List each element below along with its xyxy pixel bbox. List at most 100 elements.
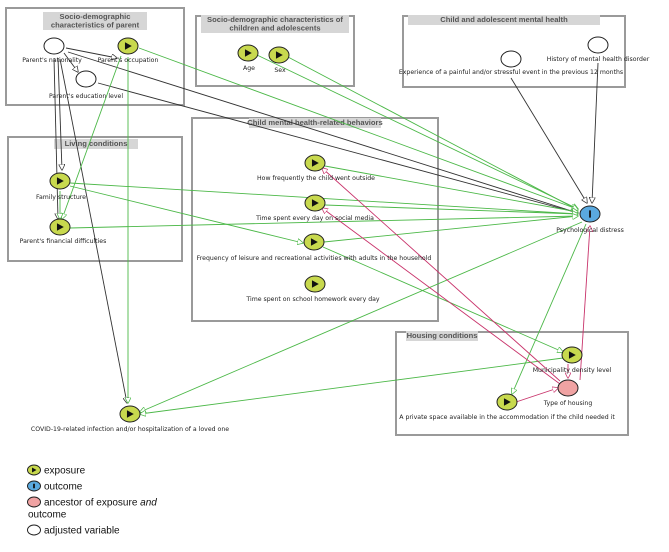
edge-housing_type-to-outside — [322, 168, 561, 382]
edge-density-to-covid — [140, 357, 564, 414]
node-social-media[interactable]: Time spent every day on social media — [255, 194, 374, 222]
node-housing-type-shape — [557, 379, 579, 397]
node-homework-label: Time spent on school homework every day — [245, 296, 380, 303]
node-age[interactable]: Age — [237, 44, 259, 72]
legend-adjusted-label: adjusted variable — [44, 526, 120, 537]
group-behaviors-title: Child mental health-related behaviors — [247, 118, 382, 127]
group-living: Living conditions — [7, 136, 183, 262]
play-icon — [310, 238, 318, 246]
node-outside-label: How frequently the child went outside — [257, 175, 375, 182]
node-covid[interactable]: COVID-19-related infection and/or hospit… — [31, 405, 229, 433]
legend-outcome: outcome — [27, 480, 83, 493]
group-living-border — [7, 136, 183, 262]
node-financial-label: Parent's financial difficulties — [20, 238, 107, 245]
node-distress-label: Psychological distress — [556, 227, 624, 234]
edge-nationality-to-financial — [57, 57, 62, 170]
edge-mh_history-to-distress — [592, 62, 599, 203]
node-financial[interactable]: Parent's financial difficulties — [20, 218, 107, 245]
edge-sex-to-distress — [287, 56, 578, 210]
play-icon — [126, 410, 134, 418]
edge-financial-to-distress — [69, 216, 578, 229]
node-distress[interactable]: Psychological distress — [556, 205, 624, 234]
edges-layer — [53, 47, 599, 414]
node-sex-label: Sex — [274, 67, 286, 74]
node-mh-history-label: History of mental health disorder — [547, 56, 650, 63]
legend-exposure: exposure — [27, 464, 86, 477]
node-private-space-label: A private space available in the accommo… — [399, 414, 615, 421]
node-painful-event-shape — [500, 50, 522, 68]
edge-leisure-to-distress — [323, 216, 578, 243]
edge-nationality-to-family_structure — [53, 57, 58, 219]
info-bar-icon — [589, 210, 591, 218]
edge-education-to-distress — [97, 82, 578, 213]
node-covid-label: COVID-19-related infection and/or hospit… — [31, 426, 229, 433]
node-mh-history[interactable]: History of mental health disorder — [547, 36, 650, 63]
group-parent-border — [5, 7, 185, 106]
node-family-structure[interactable]: Family structure — [36, 172, 86, 201]
info-bar-icon — [33, 483, 35, 489]
node-education-shape — [75, 70, 97, 88]
node-occupation[interactable]: Parent's occupation — [98, 37, 159, 64]
legend-ancestor-label: ancestor of exposure and — [44, 498, 157, 509]
group-behaviors-title-bg — [249, 118, 381, 128]
edge-occupation-to-financial — [62, 55, 122, 219]
legend-outcome-label: outcome — [44, 482, 83, 493]
edge-leisure-to-density — [322, 246, 563, 352]
play-icon — [32, 467, 37, 473]
group-mental: Child and adolescent mental health — [402, 15, 626, 88]
node-painful-event[interactable]: Experience of a painful and/or stressful… — [399, 50, 623, 76]
node-housing-type[interactable]: Type of housing — [543, 379, 593, 407]
node-nationality-shape — [43, 37, 65, 55]
node-occupation-label: Parent's occupation — [98, 57, 159, 64]
legend-adjusted: adjusted variable — [27, 524, 120, 537]
edge-family_structure-to-leisure — [69, 185, 303, 243]
play-icon — [124, 42, 132, 50]
play-icon — [568, 351, 576, 359]
node-age-label: Age — [243, 65, 255, 72]
node-sex[interactable]: Sex — [268, 46, 290, 74]
group-mental-title-bg — [408, 15, 600, 25]
group-housing: Housing conditions — [395, 331, 629, 436]
node-private-space[interactable]: A private space available in the accommo… — [399, 393, 615, 421]
node-family-structure-label: Family structure — [36, 194, 86, 201]
play-icon — [275, 51, 283, 59]
play-icon — [503, 398, 511, 406]
edge-painful_event-to-distress — [510, 77, 587, 203]
node-homework[interactable]: Time spent on school homework every day — [245, 275, 380, 303]
node-leisure[interactable]: Frequency of leisure and recreational ac… — [197, 233, 432, 262]
edge-distress-to-covid — [140, 221, 583, 412]
legend-exposure-label: exposure — [44, 466, 86, 477]
play-icon — [311, 280, 319, 288]
node-density-label: Municipality density level — [533, 367, 612, 374]
nodes-layer: Parent's nationality Parent's occupationP… — [20, 36, 650, 433]
node-nationality[interactable]: Parent's nationality — [22, 37, 82, 64]
node-education[interactable]: Parent's education level — [49, 70, 123, 100]
edge-outside-to-distress — [324, 165, 578, 212]
edge-age-to-distress — [256, 54, 578, 209]
legend-ancestor-label-suffix: outcome — [28, 510, 67, 521]
play-icon — [311, 199, 319, 207]
legend-adjusted-swatch-shape — [27, 524, 41, 536]
node-social-media-label: Time spent every day on social media — [255, 215, 374, 222]
node-outside[interactable]: How frequently the child went outside — [257, 154, 375, 182]
node-mh-history-shape — [587, 36, 609, 54]
edge-nationality-to-distress — [67, 51, 578, 213]
play-icon — [311, 159, 319, 167]
node-density[interactable]: Municipality density level — [533, 346, 612, 374]
play-icon — [244, 49, 252, 57]
play-icon — [56, 177, 64, 185]
group-housing-title: Housing conditions — [407, 331, 478, 340]
group-housing-title-bg — [406, 331, 478, 341]
group-housing-border — [395, 331, 629, 436]
node-nationality-label: Parent's nationality — [22, 57, 82, 64]
edge-family_structure-to-distress — [69, 182, 578, 214]
edge-nationality-to-education — [63, 52, 78, 72]
